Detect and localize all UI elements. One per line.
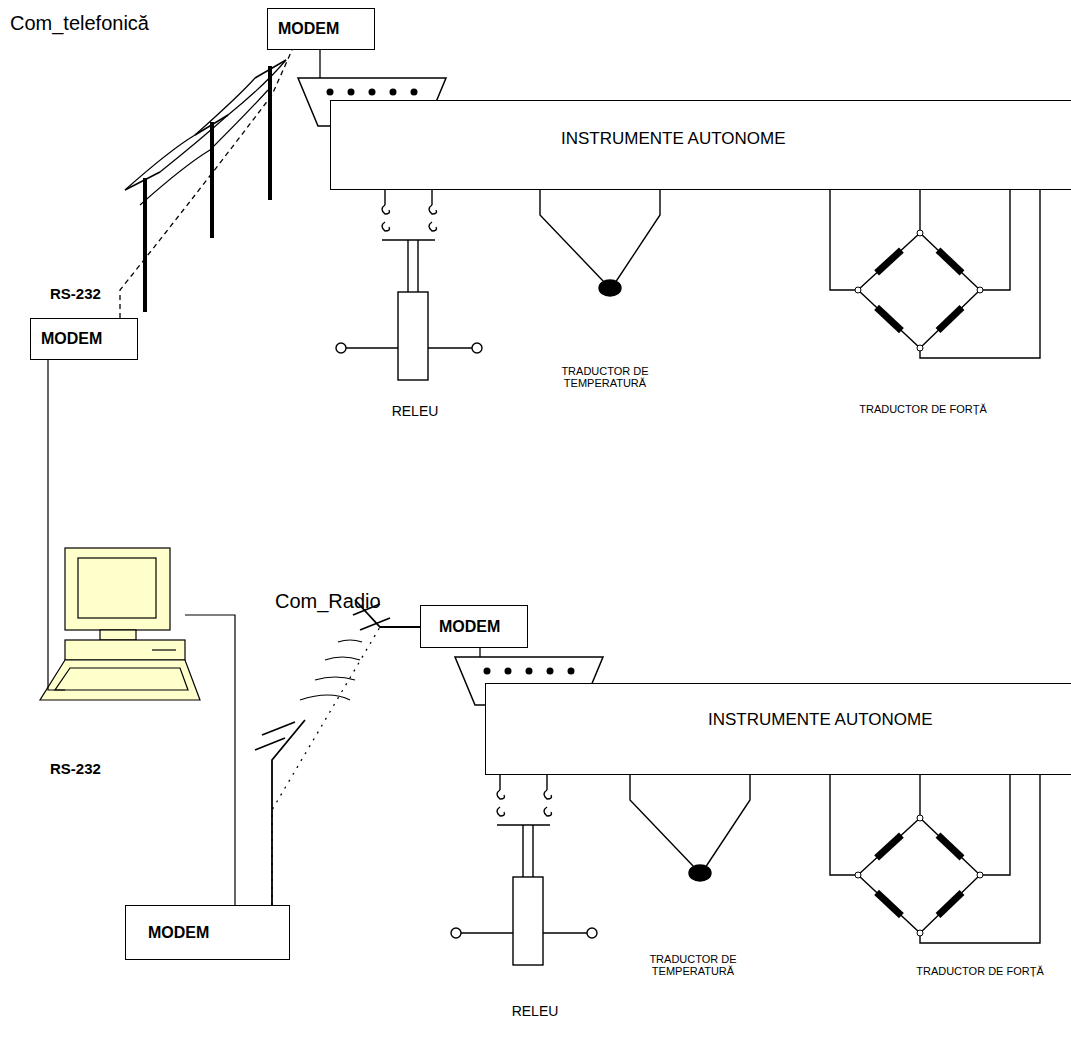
node-text: MODEM: [148, 924, 209, 942]
modem-box: MODEM: [420, 605, 528, 648]
node-text: INSTRUMENTE AUTONOME: [561, 129, 785, 149]
instrument-band: INSTRUMENTE AUTONOME: [485, 683, 1071, 775]
link-label: RS-232: [50, 760, 140, 777]
node-text: MODEM: [278, 20, 339, 38]
telephone-line: [120, 50, 292, 318]
node-text: MODEM: [41, 330, 102, 348]
relay-symbol: [336, 190, 482, 380]
link-label: Com_telefonică: [10, 12, 160, 35]
modem-box: MODEM: [30, 318, 138, 360]
part-label: TRADUCTOR DE TEMPERATURĂ: [540, 365, 670, 389]
part-label: TRADUCTOR DE FORȚĂ: [900, 965, 1060, 977]
temperature-sensor: [540, 190, 660, 296]
part-label: RELEU: [355, 403, 475, 419]
radio-link: [272, 627, 420, 905]
link-label: RS-232: [50, 285, 140, 302]
node-text: INSTRUMENTE AUTONOME: [708, 710, 932, 730]
temperature-sensor: [630, 775, 750, 881]
part-label: TRADUCTOR DE TEMPERATURĂ: [628, 953, 758, 977]
part-label: RELEU: [470, 1003, 600, 1019]
force-bridge: [830, 190, 1040, 358]
modem-box: MODEM: [125, 905, 290, 960]
relay-symbol: [451, 775, 597, 965]
node-text: MODEM: [439, 618, 500, 636]
instrument-band: INSTRUMENTE AUTONOME: [330, 100, 1071, 190]
link-label: Com_Radio: [275, 590, 415, 613]
force-bridge: [830, 775, 1040, 943]
modem-box: MODEM: [267, 8, 375, 50]
part-label: TRADUCTOR DE FORȚĂ: [843, 403, 1003, 415]
